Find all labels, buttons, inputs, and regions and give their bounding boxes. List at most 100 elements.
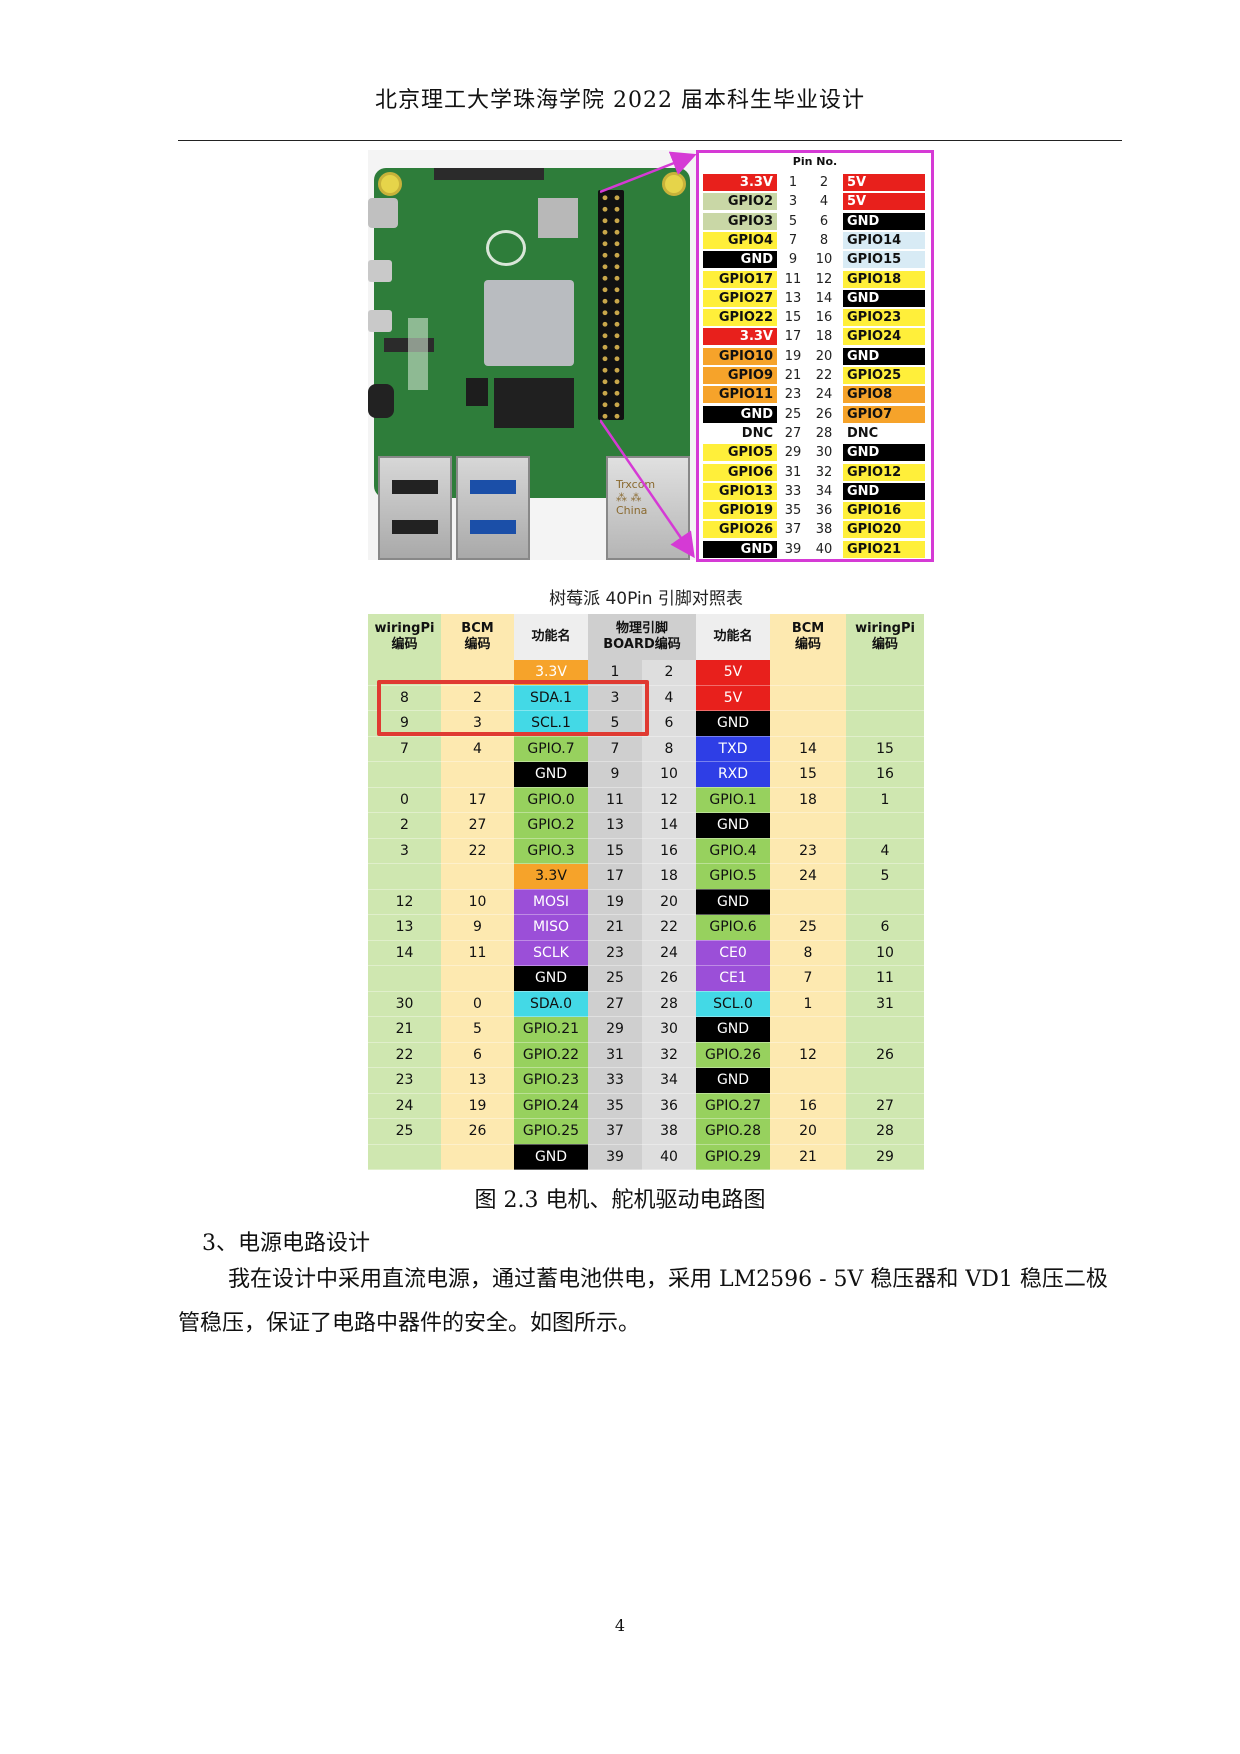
function-name: MISO	[514, 914, 588, 941]
physical-pin: 8	[642, 736, 697, 762]
pin-label-right: GND	[843, 444, 925, 462]
pin-number-odd: 21	[784, 368, 802, 383]
physical-pin: 6	[642, 710, 697, 737]
pin-label-right: GPIO25	[843, 367, 925, 384]
bcm-code: 6	[441, 1042, 514, 1068]
pin-number-even: 40	[815, 541, 833, 557]
pin-label-left: DNC	[703, 424, 777, 442]
running-header: 北京理工大学珠海学院 2022 届本科生毕业设计	[375, 88, 865, 113]
function-name: GPIO.27	[696, 1093, 771, 1119]
bcm-code: 1	[770, 991, 847, 1017]
physical-pin: 38	[642, 1118, 697, 1145]
physical-pin: 18	[642, 863, 697, 890]
physical-pin: 33	[588, 1067, 642, 1094]
wiringpi-code: 3	[368, 838, 441, 864]
function-name: GPIO.3	[514, 838, 588, 864]
physical-pin: 25	[588, 965, 642, 992]
bcm-code: 26	[441, 1118, 514, 1145]
function-name: GND	[696, 889, 771, 915]
pin-label-left: GPIO19	[703, 502, 777, 520]
pin-label-right: GND	[843, 289, 925, 307]
wiringpi-code: 14	[368, 940, 441, 966]
bcm-code: 0	[441, 991, 514, 1017]
figure-caption: 图 2.3 电机、舵机驱动电路图	[474, 1188, 766, 1213]
physical-pin: 27	[588, 991, 642, 1017]
function-name: GPIO.1	[696, 787, 771, 813]
function-name: GND	[696, 812, 771, 839]
function-name: GPIO.21	[514, 1016, 588, 1043]
pin-number-odd: 9	[788, 252, 798, 268]
pin-number-even: 30	[815, 445, 833, 461]
physical-pin: 13	[588, 812, 642, 839]
wiringpi-code: 11	[846, 965, 925, 992]
usb-c-port	[368, 198, 398, 228]
function-name: GPIO.28	[696, 1118, 771, 1145]
bcm-code: 2	[441, 685, 514, 711]
section-heading: 3、电源电路设计	[202, 1231, 370, 1256]
function-name: GND	[696, 710, 771, 737]
function-name: GPIO.2	[514, 812, 588, 839]
bcm-code: 22	[441, 838, 514, 864]
wiringpi-code: 27	[846, 1093, 925, 1119]
usb3-port	[456, 456, 530, 560]
wiringpi-code: 31	[846, 991, 925, 1017]
pin-number-odd: 19	[784, 348, 802, 364]
soc-chip	[484, 280, 574, 366]
pin-number-even: 20	[815, 348, 833, 364]
col-header: 功能名	[696, 614, 771, 660]
bcm-code: 15	[770, 761, 847, 788]
pin-label-left: 3.3V	[703, 328, 777, 346]
function-name: GPIO.5	[696, 863, 771, 890]
audio-jack	[368, 384, 394, 418]
pin-label-right: GPIO15	[843, 251, 925, 269]
wiringpi-code: 4	[846, 838, 925, 864]
display-connector	[434, 168, 544, 180]
pin-number-even: 24	[815, 387, 833, 403]
pin-number-even: 32	[815, 464, 833, 480]
wiringpi-code	[368, 761, 441, 788]
bcm-code: 5	[441, 1016, 514, 1043]
bcm-code: 4	[441, 736, 514, 762]
wifi-module	[538, 198, 578, 238]
wiringpi-code: 22	[368, 1042, 441, 1068]
wiringpi-code	[846, 812, 925, 839]
physical-pin: 20	[642, 889, 697, 915]
bcm-code: 9	[441, 914, 514, 941]
micro-hdmi-port	[368, 260, 392, 282]
pin-number-odd: 31	[784, 464, 802, 480]
pin-label-right: 5V	[843, 193, 925, 211]
pin-label-right: GPIO7	[843, 405, 925, 423]
physical-pin: 40	[642, 1144, 697, 1170]
physical-pin: 30	[642, 1016, 697, 1043]
usb2-port	[378, 456, 452, 560]
pin-number-odd: 5	[788, 213, 798, 229]
pin-label-left: GPIO2	[703, 193, 777, 211]
wiringpi-code: 21	[368, 1016, 441, 1043]
pin-label-right: GPIO14	[843, 231, 925, 249]
pin-label-left: GPIO6	[703, 463, 777, 481]
pin-label-right: 5V	[843, 174, 925, 191]
pin-number-odd: 35	[784, 503, 802, 519]
bcm-code: 12	[770, 1042, 847, 1068]
bcm-code: 25	[770, 914, 847, 941]
wiringpi-code: 28	[846, 1118, 925, 1145]
wiringpi-code: 1	[846, 787, 925, 813]
bcm-code	[770, 710, 847, 737]
i2c-highlight-box	[377, 680, 649, 736]
hdmi-silkscreen	[408, 318, 428, 390]
bcm-code: 20	[770, 1118, 847, 1145]
physical-pin: 4	[642, 685, 697, 711]
pin-label-right: GPIO12	[843, 463, 925, 481]
bcm-code: 8	[770, 940, 847, 966]
pin-number-odd: 11	[784, 271, 802, 287]
